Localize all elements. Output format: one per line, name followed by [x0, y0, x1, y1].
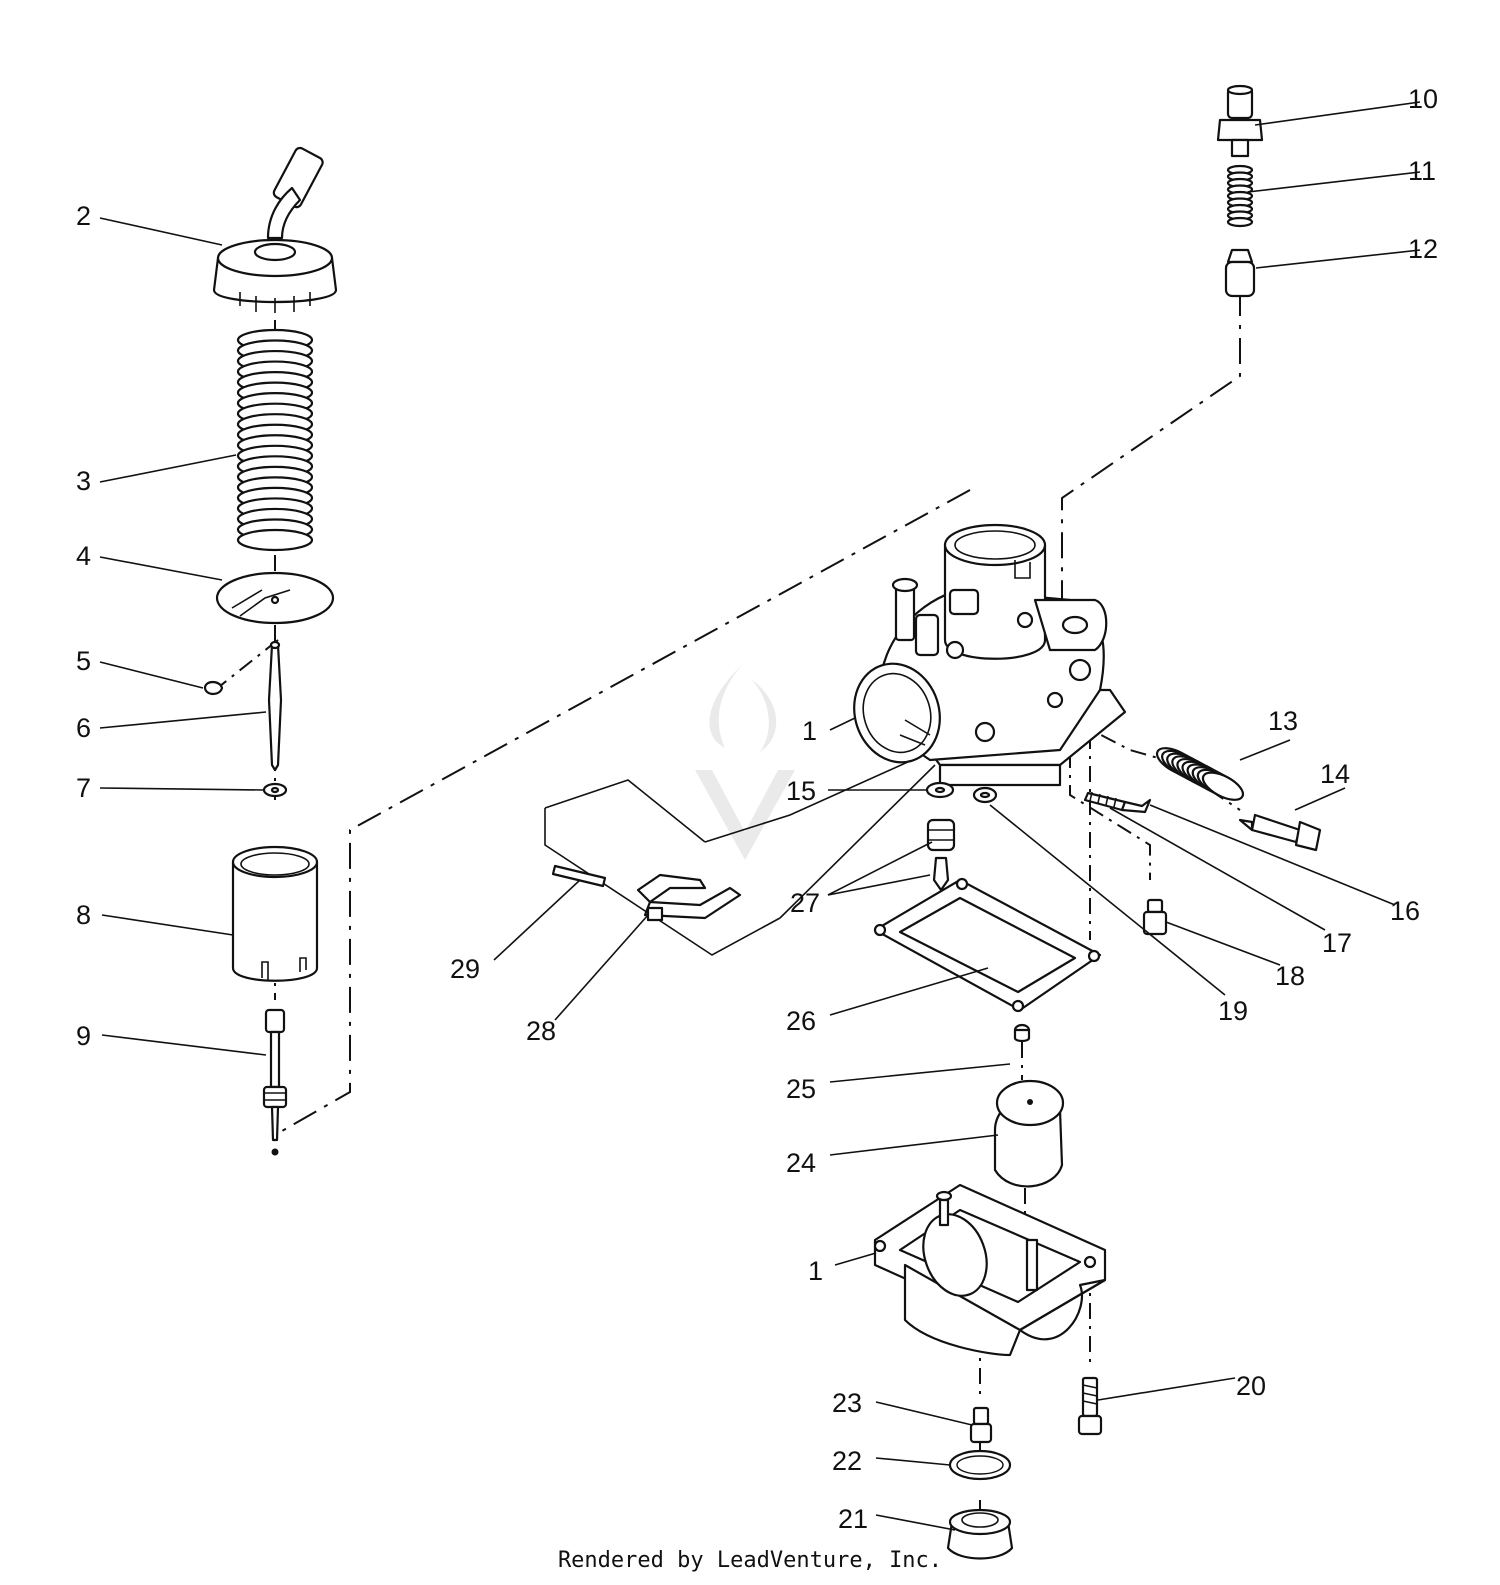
label-21: 21: [838, 1504, 868, 1534]
part-washer-19: [972, 786, 998, 804]
part-washer: [262, 782, 288, 798]
part-labels: 2 3 4 5 6 7 8 9 10 11 12 1 13 14 15 16 1…: [76, 84, 1438, 1534]
footer-credit: Rendered by LeadVenture, Inc.: [557, 1548, 943, 1573]
part-screw-20: [1077, 1376, 1103, 1436]
label-22: 22: [832, 1446, 862, 1476]
part-drain-plug: [946, 1508, 1014, 1560]
part-spring: [236, 328, 314, 552]
part-float-pin: [551, 864, 607, 888]
label-29: 29: [450, 954, 480, 984]
part-o-ring: [948, 1449, 1012, 1481]
label-11: 11: [1408, 156, 1436, 186]
label-4: 4: [76, 541, 91, 571]
label-27: 27: [790, 888, 820, 918]
part-cap: [212, 146, 338, 313]
label-1-upper: 1: [802, 716, 817, 746]
part-clip-plate: [215, 571, 335, 625]
label-14: 14: [1320, 759, 1350, 789]
part-pilot-screw: [1083, 791, 1152, 814]
spring-coil: [1226, 216, 1254, 228]
spring-coil: [1201, 771, 1245, 801]
label-23: 23: [832, 1388, 862, 1418]
part-jet-needle: [267, 640, 283, 772]
label-10: 10: [1408, 84, 1438, 114]
part-main-jet: [969, 1406, 993, 1444]
part-spring-13: [1155, 747, 1245, 801]
label-1-lower: 1: [808, 1256, 823, 1286]
label-26: 26: [786, 1006, 816, 1036]
label-5: 5: [76, 646, 91, 676]
label-2: 2: [76, 201, 91, 231]
part-float-valve: [926, 818, 956, 892]
part-plunger: [1224, 248, 1256, 298]
label-9: 9: [76, 1021, 91, 1051]
part-float-arm: [636, 873, 742, 922]
label-17: 17: [1322, 928, 1352, 958]
part-float-bowl: [873, 1183, 1107, 1357]
label-20: 20: [1236, 1371, 1266, 1401]
label-7: 7: [76, 773, 91, 803]
label-24: 24: [786, 1148, 816, 1178]
part-fitting: [1216, 84, 1264, 158]
part-gasket: [873, 877, 1102, 1013]
leader-lines: [99, 101, 1421, 1531]
label-28: 28: [526, 1016, 556, 1046]
label-8: 8: [76, 900, 91, 930]
assembly-lines: [214, 290, 1241, 1520]
label-18: 18: [1275, 961, 1305, 991]
part-float: [993, 1079, 1065, 1188]
leadventure-watermark: [695, 665, 795, 860]
label-12: 12: [1408, 234, 1438, 264]
label-16: 16: [1390, 896, 1420, 926]
label-13: 13: [1268, 706, 1298, 736]
part-throttle-valve: [231, 845, 319, 982]
label-19: 19: [1218, 996, 1248, 1026]
part-drain-screw: [1142, 898, 1168, 936]
spring-coil: [236, 528, 314, 552]
label-25: 25: [786, 1074, 816, 1104]
part-needle-jet: [262, 1008, 288, 1156]
label-15: 15: [786, 776, 816, 806]
part-throttle-stop-screw: [1238, 813, 1322, 852]
part-small-spring: [1226, 164, 1254, 228]
part-pin-25: [1013, 1023, 1031, 1043]
label-3: 3: [76, 466, 91, 496]
part-e-clip: [203, 680, 224, 696]
part-carburetor-body: [853, 523, 1127, 787]
label-6: 6: [76, 713, 91, 743]
part-washer-15: [925, 781, 955, 799]
